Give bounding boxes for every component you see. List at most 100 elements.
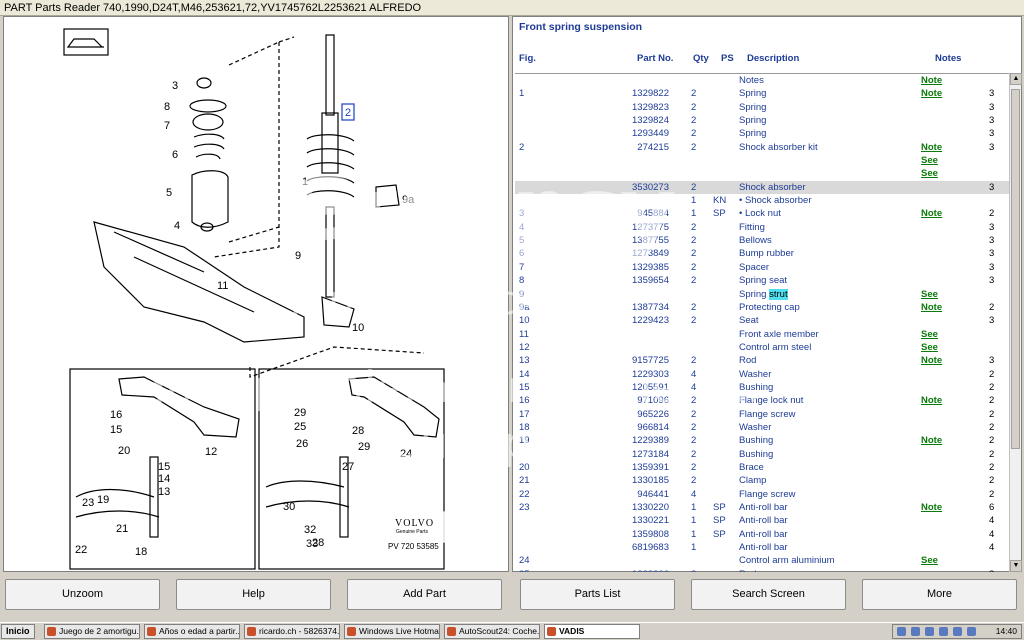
scroll-thumb[interactable] — [1011, 89, 1020, 449]
description-cell: Bump rubber — [739, 248, 794, 260]
note-link[interactable]: Note — [921, 141, 943, 153]
scroll-down-icon[interactable]: ▼ — [1010, 560, 1022, 572]
note-link[interactable]: See — [921, 155, 938, 167]
note-link[interactable]: Note — [921, 355, 943, 367]
note-link[interactable]: Note — [921, 502, 943, 513]
note-link[interactable]: See — [921, 288, 938, 300]
add-part-button[interactable]: Add Part — [347, 579, 502, 610]
note-link[interactable]: See — [921, 328, 938, 340]
description-cell: Anti-roll bar — [739, 528, 788, 540]
part-number-cell: 1329823 — [632, 101, 669, 113]
callout: 33 — [306, 538, 318, 550]
tray-icon[interactable] — [953, 627, 962, 636]
note-link[interactable]: See — [921, 341, 938, 353]
taskbar-item[interactable]: Juego de 2 amortigu... — [44, 624, 140, 639]
brand-logo: VOLVO — [395, 518, 434, 529]
start-button[interactable]: Inicio — [1, 624, 35, 639]
note-link[interactable]: Note — [921, 75, 943, 86]
tray-icon[interactable] — [925, 627, 934, 636]
note-link[interactable]: Note — [921, 435, 943, 447]
note-link[interactable]: See — [921, 168, 938, 180]
taskbar-item[interactable]: AutoScout24: Coche... — [444, 624, 540, 639]
count-cell: 2 — [989, 408, 995, 420]
tray-icon[interactable] — [911, 627, 920, 636]
part-number-cell: 1330221 — [632, 515, 669, 527]
taskbar-item[interactable]: ricardo.ch - 5826374... — [244, 624, 340, 639]
taskbar-item-active[interactable]: VADIS — [544, 624, 640, 639]
parts-row[interactable]: See — [515, 154, 1009, 167]
count-cell: 2 — [989, 208, 995, 220]
callout: 23 — [82, 497, 94, 509]
scroll-up-icon[interactable]: ▲ — [1010, 73, 1022, 85]
unzoom-button[interactable]: Unzoom — [5, 579, 160, 610]
tray-icon[interactable] — [897, 627, 906, 636]
count-cell: 2 — [989, 488, 995, 500]
fig-cell: 19 — [519, 435, 530, 447]
taskbar-item[interactable]: Años o edad a partir... — [144, 624, 240, 639]
tray-icon[interactable] — [967, 627, 976, 636]
qty-cell: 2 — [691, 568, 696, 572]
parts-scrollbar[interactable]: ▲ ▼ — [1009, 73, 1022, 572]
callout: 13 — [158, 486, 170, 498]
tray-icon[interactable] — [939, 627, 948, 636]
note-link[interactable]: Note — [921, 301, 943, 313]
description-cell: Spring seat — [739, 275, 788, 287]
parts-row[interactable]: See — [515, 167, 1009, 180]
fig-cell: 22 — [519, 488, 530, 500]
more-button[interactable]: More — [862, 579, 1017, 610]
help-button[interactable]: Help — [176, 579, 331, 610]
taskbar-item[interactable]: Windows Live Hotma... — [344, 624, 440, 639]
parts-row[interactable]: 2512292062Rod2 — [515, 568, 1009, 572]
qty-cell: 2 — [691, 435, 697, 447]
parts-list-button[interactable]: Parts List — [520, 579, 675, 610]
note-link[interactable]: Note — [921, 395, 943, 407]
count-cell: 2 — [989, 395, 995, 407]
callout: 9 — [295, 250, 301, 262]
note-link[interactable]: Note — [921, 88, 943, 100]
search-screen-button[interactable]: Search Screen — [691, 579, 846, 610]
callout: 1 — [302, 176, 308, 188]
parts-header: Fig. Part No. Qty PS Description Notes — [513, 53, 1023, 67]
count-cell: 2 — [989, 475, 995, 487]
part-number-cell: 1229423 — [632, 315, 669, 327]
note-link[interactable]: Note — [921, 208, 943, 220]
note-link[interactable]: See — [921, 555, 938, 567]
clock: 14:40 — [995, 626, 1017, 636]
